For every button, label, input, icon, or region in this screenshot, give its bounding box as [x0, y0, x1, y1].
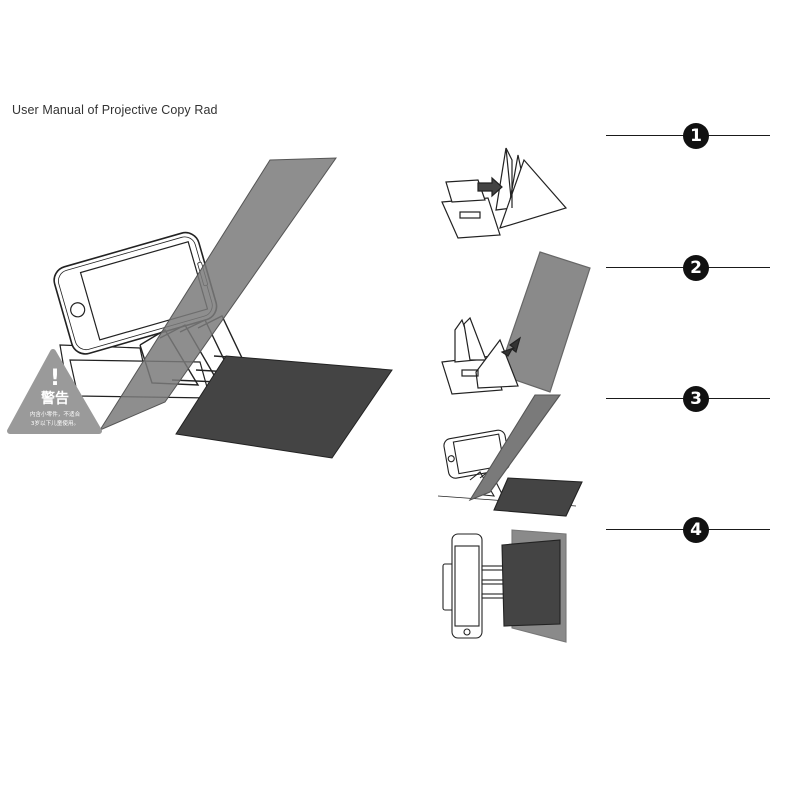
warning-line-1: 内含小零件，不适合	[30, 410, 81, 418]
step-number-badge: 2	[683, 255, 709, 281]
warning-sign: ! 警告 内含小零件，不适合 3岁以下儿童使用。	[7, 349, 102, 434]
step-marker-3: 3	[606, 384, 770, 414]
step-marker-4: 4	[606, 515, 770, 545]
step-number-badge: 3	[683, 386, 709, 412]
step-2-diagram	[441, 251, 591, 395]
step-marker-1: 1	[606, 121, 770, 151]
step-4-diagram	[442, 529, 567, 643]
step-number-badge: 1	[683, 123, 709, 149]
paper-sheet	[175, 355, 393, 459]
warning-heading: 警告	[41, 390, 69, 407]
step-number-badge: 4	[683, 517, 709, 543]
glass-panel	[98, 157, 337, 432]
warning-line-2: 3岁以下儿童使用。	[31, 419, 79, 427]
warning-mark: !	[50, 366, 60, 391]
manual-title: User Manual of Projective Copy Rad	[12, 103, 218, 117]
main-illustration: ! 警告 内含小零件，不适合 3岁以下儿童使用。	[7, 157, 393, 459]
step-3-diagram	[437, 394, 583, 517]
step-marker-2: 2	[606, 253, 770, 283]
step-1-diagram	[441, 147, 568, 239]
